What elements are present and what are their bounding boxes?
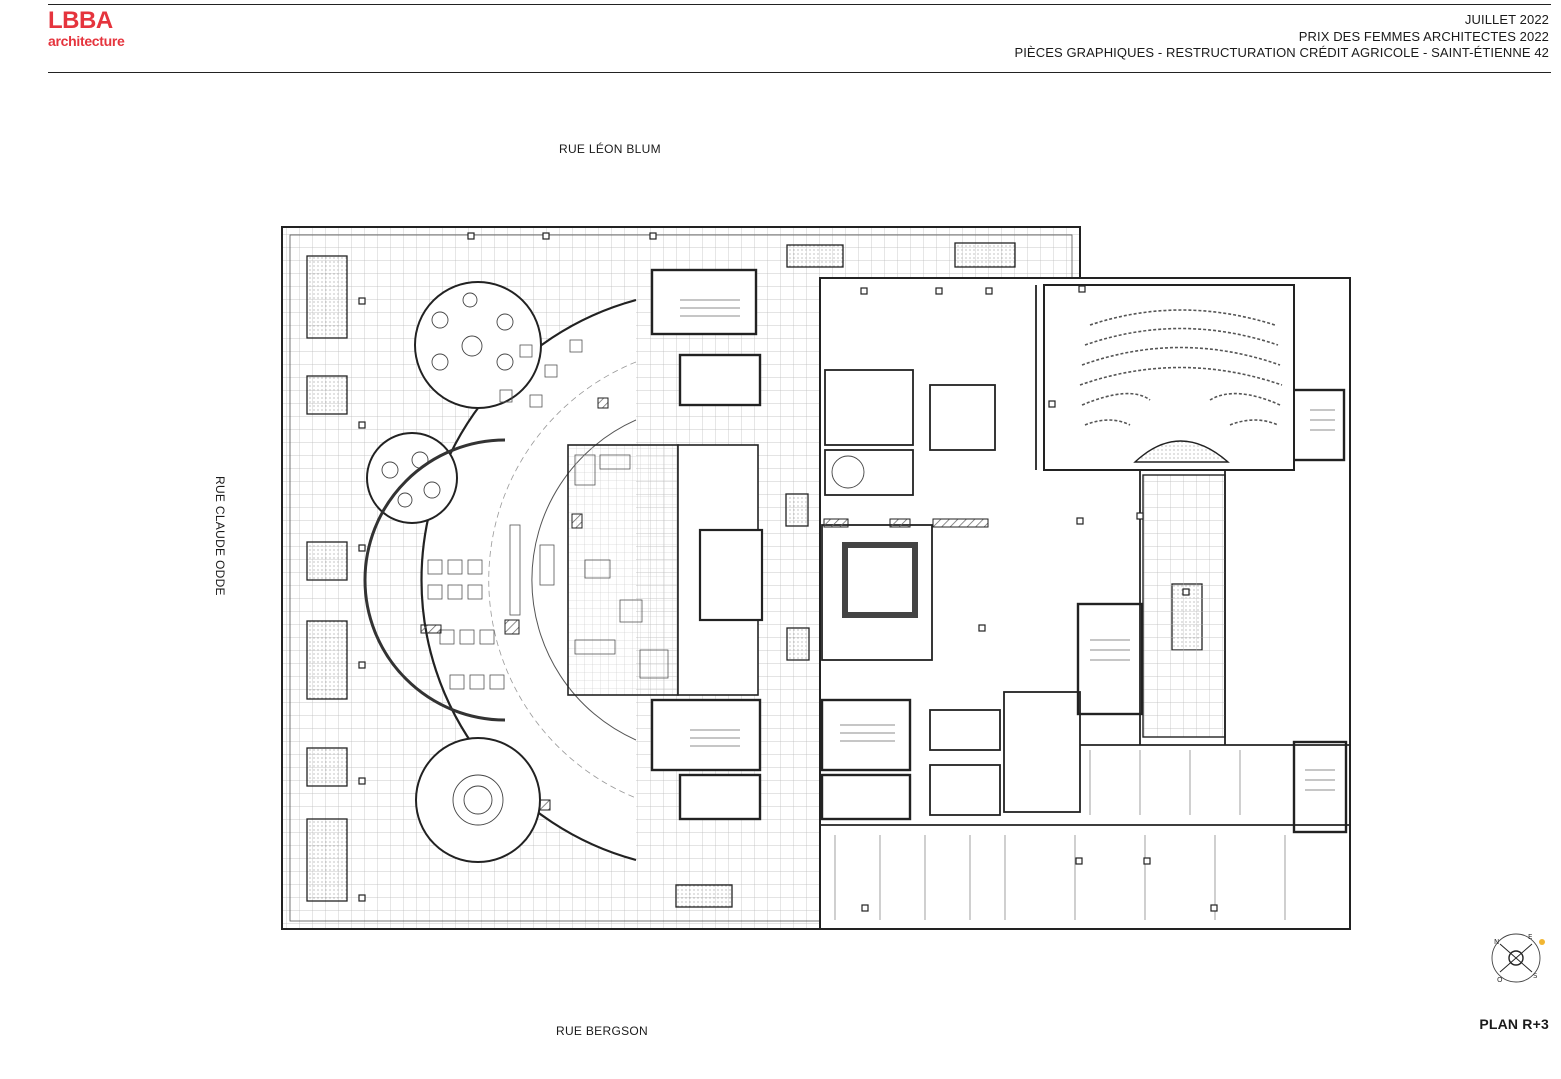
street-label-south: RUE BERGSON (556, 1024, 648, 1038)
kitchen-block (567, 444, 764, 696)
hatched-walls (420, 397, 989, 811)
header-rule-top (48, 4, 1551, 5)
restaurant-hall (363, 281, 637, 863)
title-block: JUILLET 2022 PRIX DES FEMMES ARCHITECTES… (1014, 12, 1549, 62)
compass-n: N (1494, 938, 1499, 946)
street-label-north: RUE LÉON BLUM (559, 142, 661, 156)
auditorium (1043, 284, 1295, 471)
logo-wordmark: LBBA (48, 7, 113, 34)
compass-e: E (1528, 933, 1532, 941)
title-date: JUILLET 2022 (1464, 12, 1549, 27)
header-rule-bottom (48, 72, 1551, 73)
logo-subtitle: architecture (48, 33, 125, 49)
title-project: PIÈCES GRAPHIQUES - RESTRUCTURATION CRÉD… (1014, 45, 1549, 60)
compass-o: O (1497, 976, 1503, 984)
title-competition: PRIX DES FEMMES ARCHITECTES 2022 (1298, 28, 1549, 44)
parking-bays (834, 750, 1286, 920)
compass-letters: N E S O (1494, 933, 1538, 984)
columns (358, 232, 1218, 912)
stair-treads (680, 299, 1335, 791)
plan-label: PLAN R+3 (1479, 1016, 1549, 1032)
compass-s: S (1533, 972, 1538, 980)
courtyard (1142, 474, 1226, 738)
office-walls (820, 285, 1350, 826)
logo: LBBA architecture (48, 7, 125, 49)
compass-rose (1491, 933, 1545, 983)
